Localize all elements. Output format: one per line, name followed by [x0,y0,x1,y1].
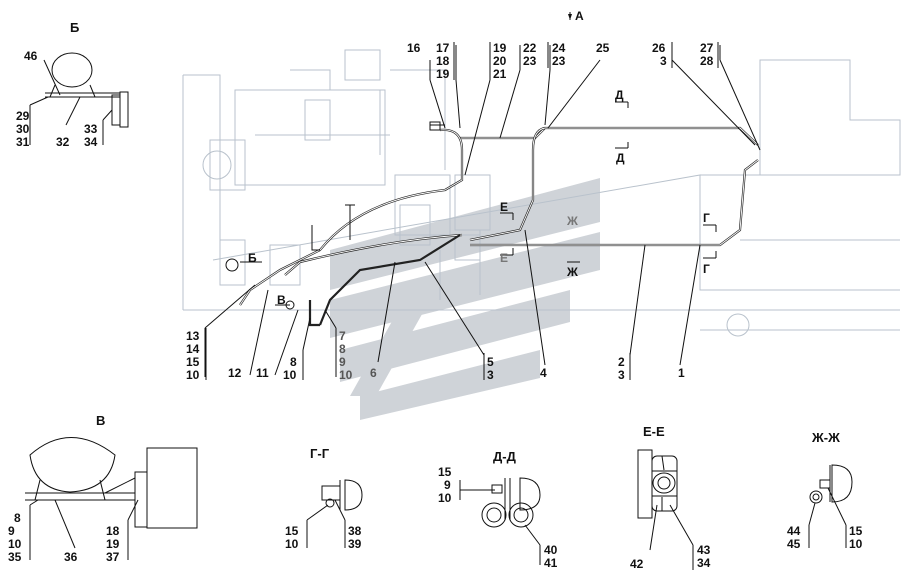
svg-text:3: 3 [618,368,625,382]
svg-text:41: 41 [544,556,558,570]
svg-text:15: 15 [849,524,863,538]
svg-text:34: 34 [697,556,711,570]
svg-text:Г-Г: Г-Г [310,446,330,461]
svg-text:8: 8 [339,342,346,356]
svg-text:31: 31 [16,135,30,149]
svg-text:4: 4 [540,366,547,380]
svg-text:30: 30 [16,122,30,136]
svg-text:37: 37 [106,550,120,564]
svg-text:10: 10 [283,368,297,382]
svg-text:Ж-Ж: Ж-Ж [811,430,840,445]
section-E-E: Е-Е 42 43 34 [630,424,711,571]
svg-text:40: 40 [544,543,558,557]
svg-text:Г: Г [703,211,710,225]
svg-text:Ж: Ж [566,265,578,279]
svg-text:10: 10 [186,368,200,382]
svg-text:38: 38 [348,524,362,538]
svg-text:13: 13 [186,329,200,343]
svg-text:Д: Д [615,88,624,102]
svg-text:27: 27 [700,41,714,55]
svg-text:11: 11 [256,366,269,380]
svg-text:10: 10 [438,491,452,505]
svg-text:Б: Б [248,251,257,265]
svg-text:Ж: Ж [566,214,578,228]
svg-text:В: В [277,293,286,307]
svg-text:25: 25 [596,41,610,55]
section-markers: А Д Д Е Е Ж Ж Г Г Б В [240,9,717,307]
view-B: Б 46 29 30 31 32 33 34 [16,20,129,149]
svg-text:3: 3 [487,368,494,382]
svg-text:32: 32 [56,135,70,149]
svg-text:Е-Е: Е-Е [643,424,665,439]
svg-text:5: 5 [487,355,494,369]
svg-text:26: 26 [652,41,666,55]
svg-text:33: 33 [84,122,98,136]
svg-text:12: 12 [228,366,242,380]
svg-text:А: А [575,9,584,23]
svg-text:45: 45 [787,537,801,551]
svg-text:17: 17 [436,41,450,55]
section-G-G: Г-Г 15 10 38 39 [285,446,363,551]
svg-text:43: 43 [697,543,711,557]
svg-text:2: 2 [618,355,625,369]
svg-text:10: 10 [285,537,299,551]
svg-text:Е: Е [500,200,508,214]
svg-text:Б: Б [70,20,79,35]
svg-text:10: 10 [8,537,22,551]
svg-text:21: 21 [493,67,507,81]
svg-text:9: 9 [339,355,346,369]
section-Zh-Zh: Ж-Ж 44 45 15 10 [787,430,863,551]
svg-text:36: 36 [64,550,78,564]
svg-text:29: 29 [16,109,30,123]
svg-text:22: 22 [523,41,537,55]
svg-text:6: 6 [370,366,377,380]
svg-text:35: 35 [8,550,22,564]
watermark-logo [330,178,600,420]
svg-text:24: 24 [552,41,566,55]
svg-text:23: 23 [523,54,537,68]
svg-text:14: 14 [186,342,200,356]
svg-text:9: 9 [444,478,451,492]
svg-text:18: 18 [436,54,450,68]
svg-text:19: 19 [436,67,450,81]
svg-text:7: 7 [339,329,346,343]
svg-text:15: 15 [186,355,200,369]
svg-text:Е: Е [500,251,508,265]
frame-outline [182,49,901,337]
svg-text:Д-Д: Д-Д [493,449,517,464]
section-D-D: Д-Д 15 9 10 40 41 [438,449,558,570]
svg-text:18: 18 [106,524,120,538]
svg-text:28: 28 [700,54,714,68]
svg-text:15: 15 [285,524,299,538]
svg-text:46: 46 [24,49,38,63]
svg-text:44: 44 [787,524,801,538]
svg-text:19: 19 [106,537,120,551]
svg-text:9: 9 [8,524,15,538]
view-V: В 8 9 10 35 36 18 19 37 [8,413,198,564]
svg-text:42: 42 [630,557,644,571]
callouts-main: 16 17 18 19 19 20 21 22 23 24 23 25 26 3… [186,41,719,382]
svg-text:23: 23 [552,54,566,68]
svg-text:В: В [96,413,105,428]
svg-text:15: 15 [438,465,452,479]
svg-text:34: 34 [84,135,98,149]
svg-text:16: 16 [407,41,421,55]
svg-text:8: 8 [14,511,21,525]
svg-text:8: 8 [290,355,297,369]
svg-text:39: 39 [348,537,362,551]
pipes [225,121,759,327]
svg-text:Г: Г [703,262,710,276]
svg-text:19: 19 [493,41,507,55]
svg-text:20: 20 [493,54,507,68]
svg-text:10: 10 [339,368,353,382]
svg-text:10: 10 [849,537,863,551]
svg-text:3: 3 [660,54,667,68]
svg-text:1: 1 [678,366,685,380]
svg-text:Д: Д [616,151,625,165]
